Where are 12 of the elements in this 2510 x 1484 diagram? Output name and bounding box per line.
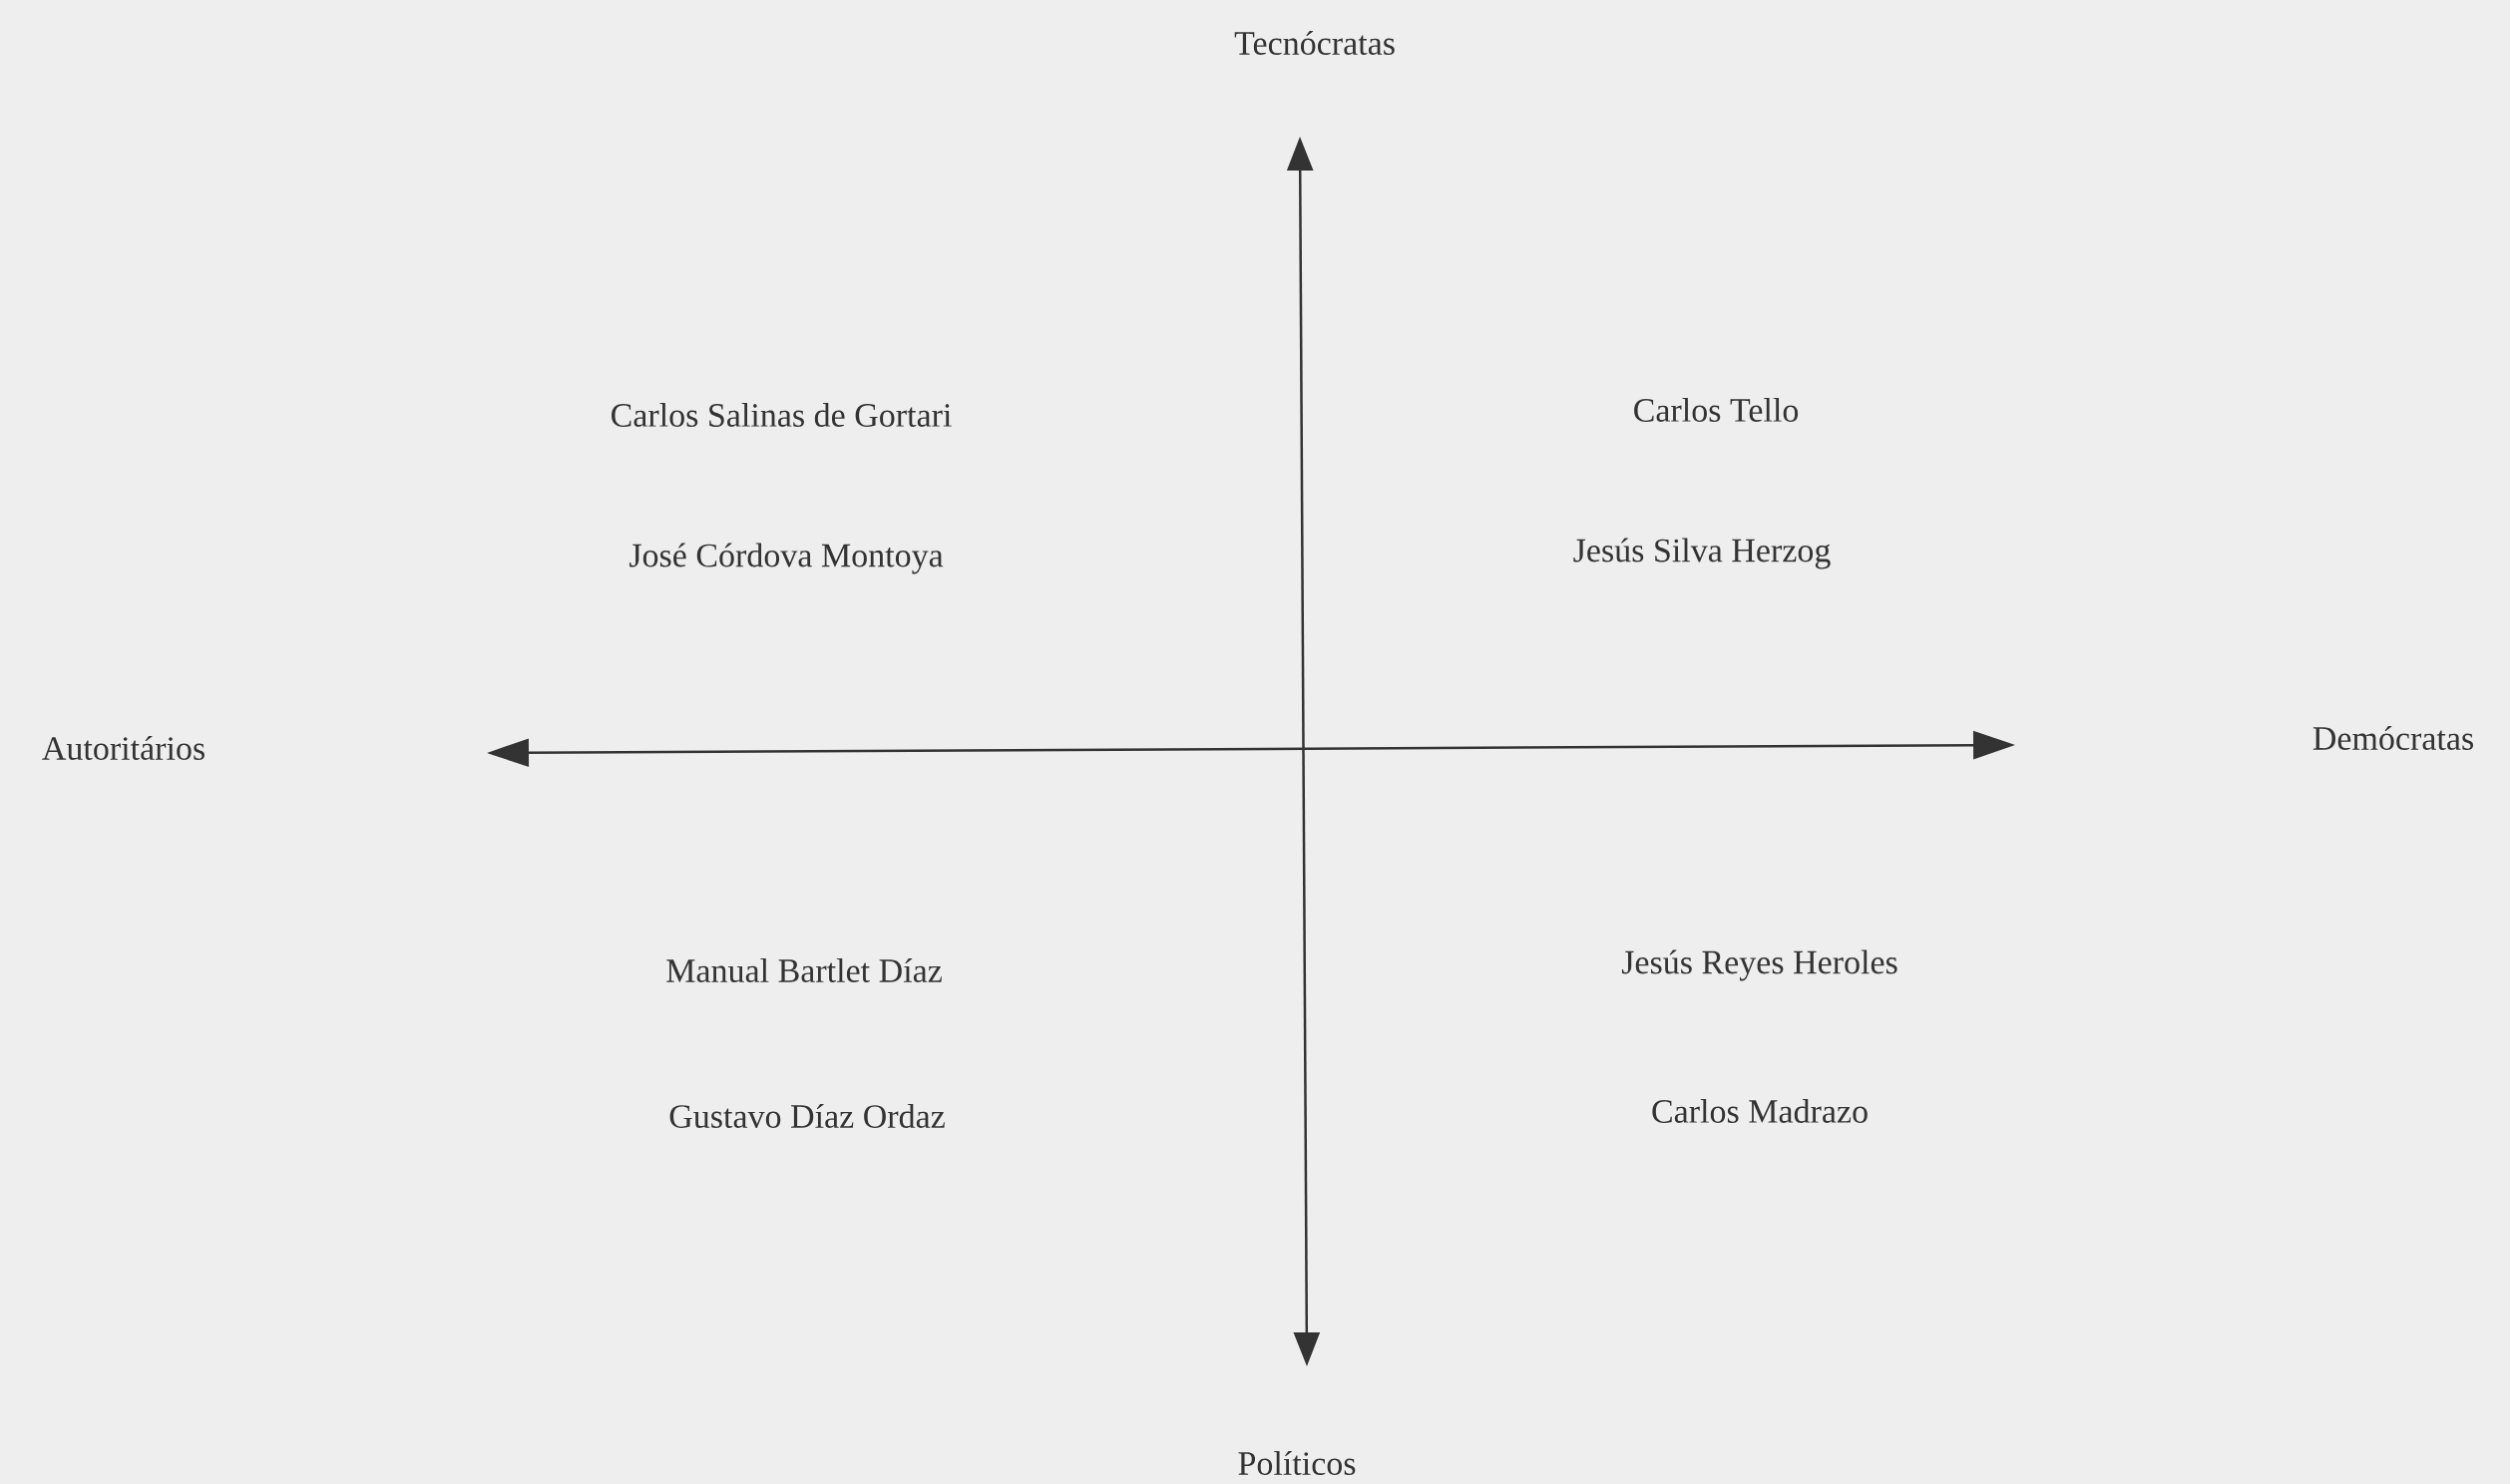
name-label: Jesús Reyes Heroles [1621, 949, 1897, 981]
name-label: Carlos Madrazo [1652, 1099, 1868, 1123]
name-label: Jesús Silva Herzog [1573, 538, 1831, 569]
name-label: José Córdova Montoya [629, 543, 944, 574]
axis-label: Autoritários [42, 736, 205, 760]
axis-label: Demócratas [2312, 726, 2473, 750]
axis-label: Políticos [1238, 1451, 1356, 1475]
name-label: Carlos Tello [1634, 398, 1799, 422]
name-label: Gustavo Díaz Ordaz [669, 1104, 945, 1128]
name-label: Manual Bartlet Díaz [666, 958, 942, 982]
axis-label: Tecnócratas [1234, 31, 1395, 55]
name-label: Carlos Salinas de Gortari [612, 403, 952, 427]
